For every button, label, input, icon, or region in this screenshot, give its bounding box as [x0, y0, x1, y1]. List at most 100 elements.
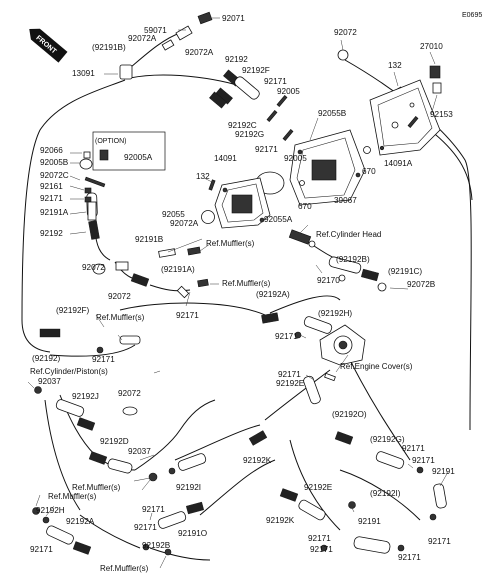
o-ring-670-right — [363, 146, 371, 154]
hose-springs — [39, 69, 380, 555]
top-fittings — [119, 11, 442, 98]
part-label: 92072 — [334, 28, 357, 37]
part-label: 92005 — [277, 87, 300, 96]
part-label: 14091A — [384, 159, 413, 168]
part-label: 14091 — [214, 154, 237, 163]
part-label: 92055 — [162, 210, 185, 219]
part-label: 59071 — [144, 26, 167, 35]
misc-fittings — [32, 229, 437, 556]
option-box — [92, 131, 166, 171]
option-label: (OPTION) — [95, 138, 127, 145]
part-label: 92192 — [40, 229, 63, 238]
part-label: 132 — [196, 172, 210, 181]
part-label: 92171 — [176, 311, 199, 320]
part-label: 92192K — [266, 516, 295, 525]
ref-label: Ref.Muffler(s) — [96, 313, 145, 322]
part-label: (92192A) — [256, 290, 290, 299]
part-label: 92171 — [308, 534, 331, 543]
cover-14091 — [214, 177, 271, 229]
part-label: 92192A — [66, 517, 95, 526]
part-label: 39067 — [334, 196, 357, 205]
part-label: (92192F) — [56, 306, 89, 315]
part-labels: 92071 59071 92072A (92191B) 92072A 13091… — [30, 14, 455, 562]
part-label: 92192G — [235, 130, 264, 139]
part-label: 92192I — [176, 483, 201, 492]
part-label: 92072A — [128, 34, 157, 43]
part-label: 92192C — [228, 121, 257, 130]
o-ring-92055 — [201, 210, 215, 224]
part-label: 92171 — [412, 456, 435, 465]
part-label: 92191 — [358, 517, 381, 526]
part-label: (92192G) — [370, 435, 405, 444]
part-label: 92191B — [135, 235, 164, 244]
o-ring-670-left — [299, 180, 305, 186]
part-label: 92192E — [276, 379, 305, 388]
part-label: 132 — [388, 61, 402, 70]
ref-label: Ref.Muffler(s) — [206, 239, 255, 248]
part-label: 92171 — [310, 545, 333, 554]
part-label: 92192F — [242, 66, 270, 75]
ref-labels: Ref.Muffler(s) Ref.Cylinder Head Ref.Muf… — [30, 230, 413, 573]
part-label: 92171 — [264, 77, 287, 86]
part-label: (92191C) — [388, 267, 422, 276]
bolts — [208, 95, 419, 191]
ref-label: Ref.Muffler(s) — [48, 492, 97, 501]
part-label: 92055B — [318, 109, 347, 118]
part-label: 92171 — [142, 505, 165, 514]
part-label: 92161 — [40, 182, 63, 191]
part-label: 92072 — [82, 263, 105, 272]
ref-label: Ref.Muffler(s) — [72, 483, 121, 492]
hose-tubes — [46, 76, 447, 554]
part-label: (92192I) — [370, 489, 401, 498]
part-label: 92170 — [317, 276, 340, 285]
part-label: 92192H — [36, 506, 65, 515]
part-label: 92072A — [185, 48, 214, 57]
part-label: 92191A — [40, 208, 69, 217]
part-label: 92171 — [30, 545, 53, 554]
reed-housing — [319, 324, 366, 366]
part-label: 92192B — [142, 541, 171, 550]
part-label: 92072 — [108, 292, 131, 301]
part-label: 92171 — [92, 355, 115, 364]
part-label: 92192E — [304, 483, 333, 492]
part-label: 92072A — [170, 219, 199, 228]
part-label: 92171 — [275, 332, 298, 341]
option-group: (OPTION) — [79, 131, 166, 221]
part-label: (92192H) — [318, 309, 352, 318]
part-label: 92192 — [225, 55, 248, 64]
part-label: 92192K — [243, 456, 272, 465]
part-label: 13091 — [72, 69, 95, 78]
part-label: (92191B) — [92, 43, 126, 52]
part-label: 92192D — [100, 437, 129, 446]
ref-label: Ref.Cylinder/Piston(s) — [30, 367, 108, 376]
ref-label: Ref.Engine Cover(s) — [340, 362, 413, 371]
part-label: 670 — [362, 167, 376, 176]
ref-label: Ref.Muffler(s) — [222, 279, 271, 288]
part-label: 92005B — [40, 158, 69, 167]
part-label: 92171 — [278, 370, 301, 379]
part-label: 92037 — [128, 447, 151, 456]
leader-lines — [27, 17, 449, 569]
diagram-code: E0695 — [462, 12, 482, 19]
cover-14091a — [369, 79, 441, 156]
part-label: (92191A) — [161, 265, 195, 274]
part-label: 92171 — [255, 145, 278, 154]
part-label: 92191O — [178, 529, 207, 538]
part-label: 92066 — [40, 146, 63, 155]
part-label: 92072C — [40, 171, 69, 180]
part-label: (92192B) — [336, 255, 370, 264]
part-label: 92171 — [428, 537, 451, 546]
part-label: 92171 — [134, 523, 157, 532]
part-label: 92071 — [222, 14, 245, 23]
part-label: 670 — [298, 202, 312, 211]
part-label: (92192) — [32, 354, 60, 363]
part-label: 92055A — [264, 215, 293, 224]
part-label: 92005A — [124, 153, 153, 162]
part-label: 92171 — [398, 553, 421, 562]
part-label: 92005 — [284, 154, 307, 163]
part-label: 92171 — [40, 194, 63, 203]
part-label: 92191 — [432, 467, 455, 476]
part-label: 27010 — [420, 42, 443, 51]
part-label: 92037 — [38, 377, 61, 386]
part-label: (92192O) — [332, 410, 367, 419]
